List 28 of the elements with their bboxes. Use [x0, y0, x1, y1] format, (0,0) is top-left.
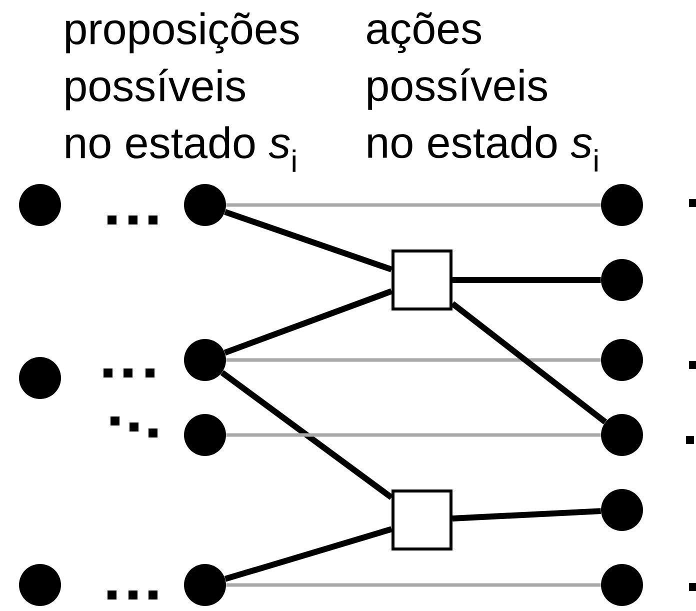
column-heading: proposições possíveis no estado s$_{i}$	[66, 12, 299, 172]
proposition-dot	[601, 339, 643, 381]
connector-line	[224, 209, 392, 272]
proposition-dot	[601, 414, 643, 456]
proposition-dot	[601, 564, 643, 606]
connector-line	[226, 358, 601, 362]
proposition-dot	[184, 184, 226, 226]
connector-line	[226, 433, 601, 437]
proposition-dot	[601, 259, 643, 301]
proposition-dot	[19, 564, 61, 606]
connector-line	[224, 526, 392, 582]
action-box	[392, 250, 452, 310]
proposition-dot	[19, 357, 61, 399]
proposition-dot	[19, 184, 61, 226]
connector-line	[220, 370, 394, 500]
proposition-dot	[184, 339, 226, 381]
proposition-dot	[184, 564, 226, 606]
connector-line	[450, 301, 608, 424]
proposition-dot	[601, 489, 643, 531]
proposition-dot	[601, 184, 643, 226]
action-box	[392, 490, 452, 550]
proposition-dot	[184, 414, 226, 456]
connector-line	[452, 277, 601, 283]
connector-line	[224, 288, 393, 356]
connector-line	[452, 508, 601, 522]
connector-line	[226, 203, 601, 207]
connector-line	[226, 583, 601, 587]
column-heading: ações possíveis no estado s$_{i}$	[367, 12, 598, 172]
